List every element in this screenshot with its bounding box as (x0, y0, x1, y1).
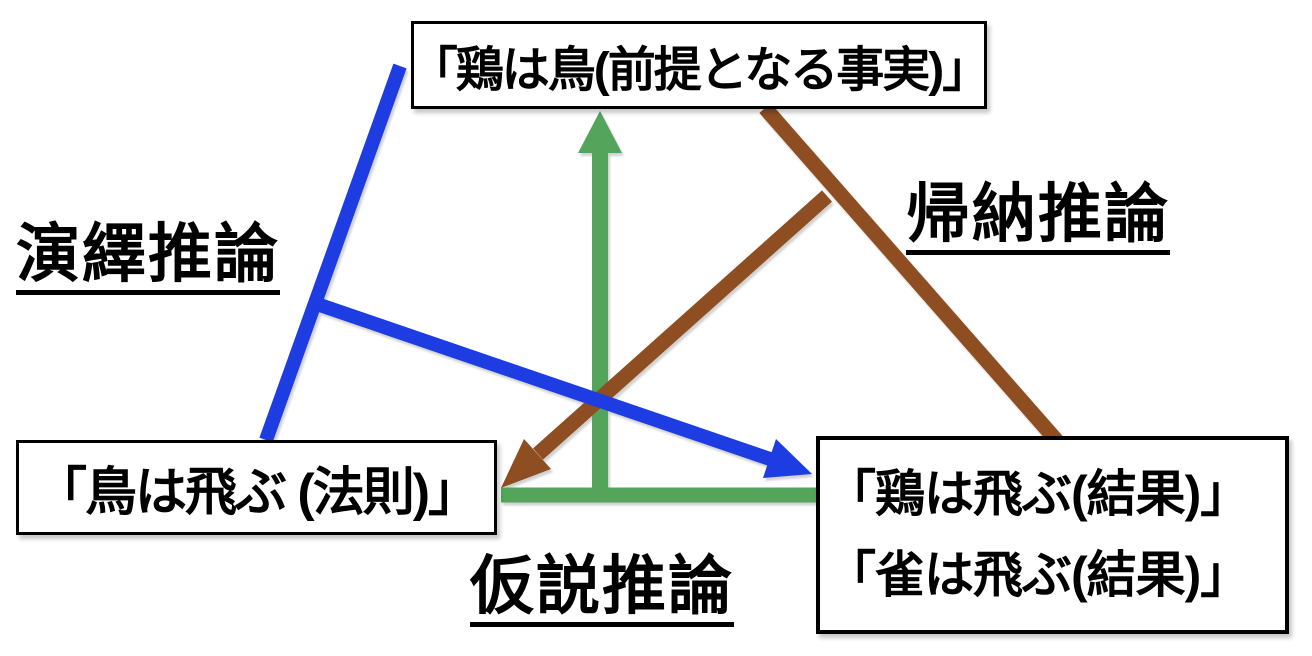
result-text-line1: 「鶏は飛ぶ(結果)」 (826, 465, 1250, 522)
induction-label: 帰納推論 (906, 182, 1170, 255)
law-text: 「鳥は飛ぶ (法則)」 (34, 464, 480, 522)
law-box: 「鳥は飛ぶ (法則)」 (16, 440, 497, 535)
deduction-line-to-result (311, 296, 773, 466)
premise-box: 「鶏は鳥(前提となる事実)」 (409, 21, 991, 109)
deduction-label: 演繹推論 (16, 222, 280, 295)
abduction-arrow-group (501, 111, 818, 503)
induction-arrowhead-left-icon (501, 439, 551, 488)
result-box: 「鶏は飛ぶ(結果)」 「雀は飛ぶ(結果)」 (816, 436, 1289, 634)
deduction-arrowhead-right-icon (763, 439, 812, 478)
result-text-line2: 「雀は飛ぶ(結果)」 (826, 547, 1250, 604)
premise-text: 「鶏は鳥(前提となる事実)」 (409, 44, 991, 97)
deduction-arrow-group (259, 63, 812, 478)
abduction-arrowhead-up-icon (578, 111, 622, 153)
induction-line-to-law (533, 190, 832, 460)
induction-line-premise-to-result (759, 103, 1063, 446)
induction-arrow-group (501, 103, 1063, 488)
deduction-line-premise-to-law (259, 63, 407, 443)
abduction-label: 仮説推論 (470, 554, 734, 627)
